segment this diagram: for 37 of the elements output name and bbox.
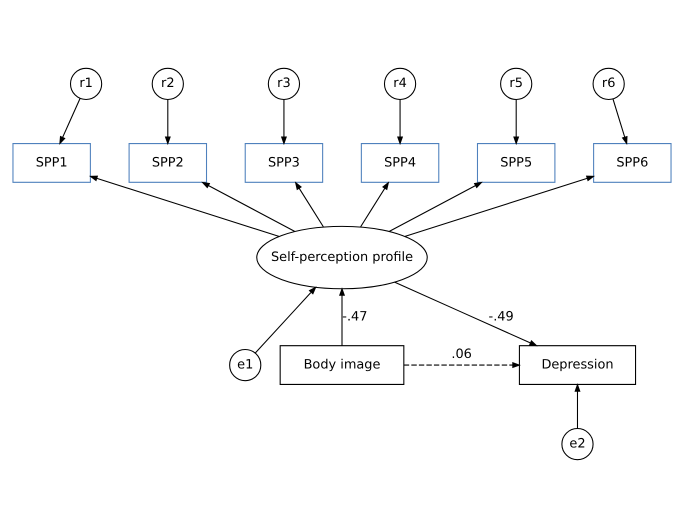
arrow <box>254 286 317 354</box>
arrow <box>574 383 580 428</box>
edge-label: -.47 <box>342 310 368 325</box>
arrow <box>294 181 324 228</box>
node-circle: e2 <box>561 428 594 460</box>
node-box: SPP4 <box>360 143 440 183</box>
arrow <box>404 362 521 368</box>
arrow <box>88 176 280 237</box>
node-circle: e1 <box>229 348 262 382</box>
node-circle: r2 <box>152 68 184 100</box>
node-box: SPP1 <box>12 143 91 183</box>
node-box: Depression <box>518 345 636 385</box>
arrow <box>360 181 390 228</box>
arrow <box>164 100 171 146</box>
edge-label: -.49 <box>488 310 514 325</box>
node-circle: r4 <box>384 68 416 100</box>
arrow <box>280 100 287 146</box>
arrow <box>338 287 346 346</box>
node-box: SPP2 <box>128 143 208 183</box>
arrow <box>394 282 538 346</box>
node-box: SPP6 <box>593 143 672 183</box>
node-circle: r6 <box>592 68 625 100</box>
arrow <box>397 100 404 146</box>
node-ellipse: Self-perception profile <box>256 226 428 290</box>
node-box: Body image <box>280 345 404 385</box>
arrow <box>513 100 520 146</box>
node-circle: r5 <box>500 68 532 100</box>
node-circle: r1 <box>70 68 102 100</box>
arrow <box>404 176 596 237</box>
arrow <box>201 182 295 232</box>
edge-label: .06 <box>451 347 472 362</box>
arrow <box>389 182 483 232</box>
arrow <box>59 98 81 145</box>
node-box: SPP5 <box>476 143 556 183</box>
node-box: SPP3 <box>244 143 324 183</box>
arrow <box>612 98 628 146</box>
node-circle: r3 <box>268 68 300 100</box>
